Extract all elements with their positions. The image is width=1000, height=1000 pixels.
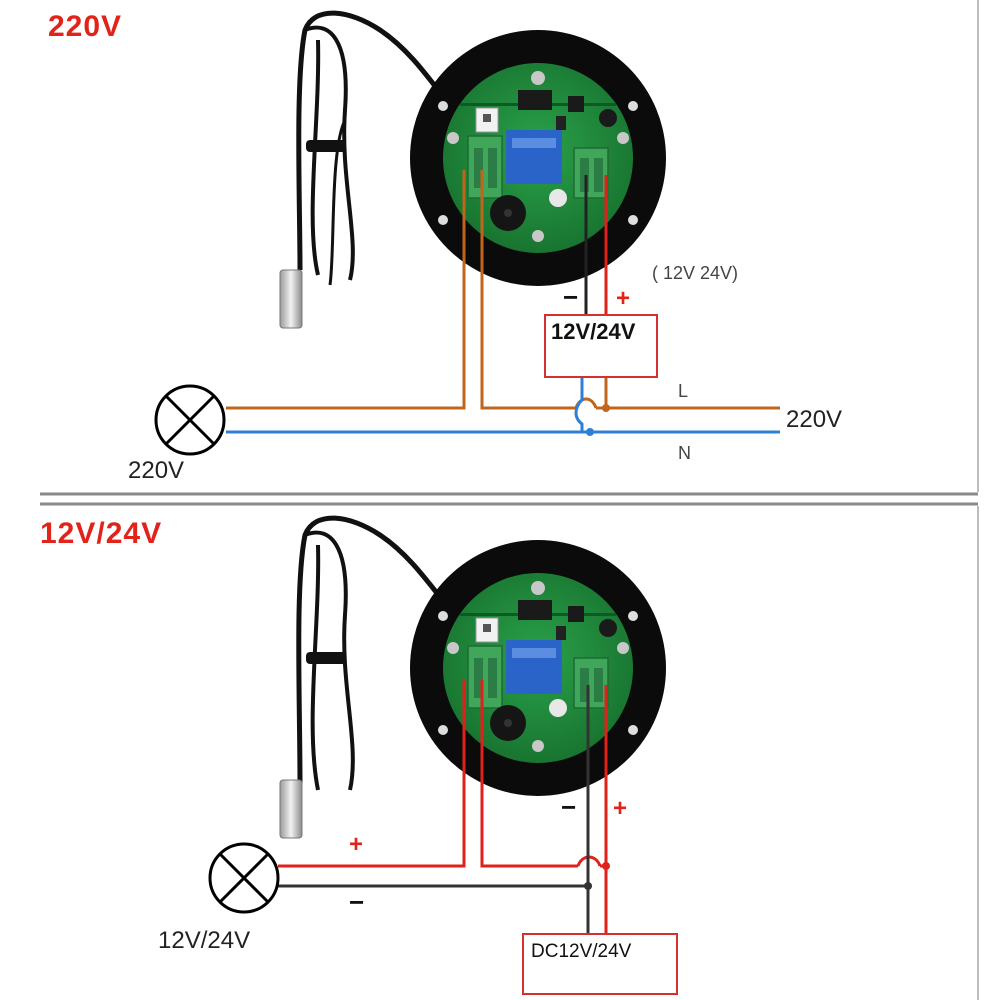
dc-plus-label: + [613, 795, 627, 822]
mains-label: 220V [786, 406, 842, 433]
panel-dc-title: 12V/24V [40, 517, 162, 550]
line-label: L [678, 381, 688, 401]
lamp-icon [154, 384, 226, 456]
power-supply-box: 12V/24V [544, 314, 658, 378]
lamp-voltage-label: 220V [128, 457, 184, 484]
controller-board-icon [409, 29, 667, 287]
lamp-icon [208, 842, 280, 914]
psu-minus-label: − [563, 282, 578, 312]
temperature-probe-icon [279, 515, 457, 839]
lamp-minus-label: − [349, 887, 364, 917]
lamp-voltage-label: 12V/24V [158, 927, 250, 954]
dc-minus-label: − [561, 792, 576, 822]
voltage-note: ( 12V 24V) [652, 263, 738, 283]
power-supply-box: DC12V/24V [522, 933, 678, 995]
neutral-label: N [678, 443, 691, 463]
controller-board-icon [409, 539, 667, 797]
psu-plus-label: + [616, 285, 630, 312]
psu-label: 12V/24V [551, 319, 636, 344]
panel-dc: 12V/24V − + + − 12V/24 [40, 502, 979, 1000]
panel-ac: 220V 12V/24V − + [40, 0, 979, 496]
temperature-probe-icon [279, 10, 457, 329]
lamp-plus-label: + [349, 831, 363, 858]
panel-ac-title: 220V [48, 10, 122, 43]
dc-psu-label: DC12V/24V [531, 941, 632, 962]
